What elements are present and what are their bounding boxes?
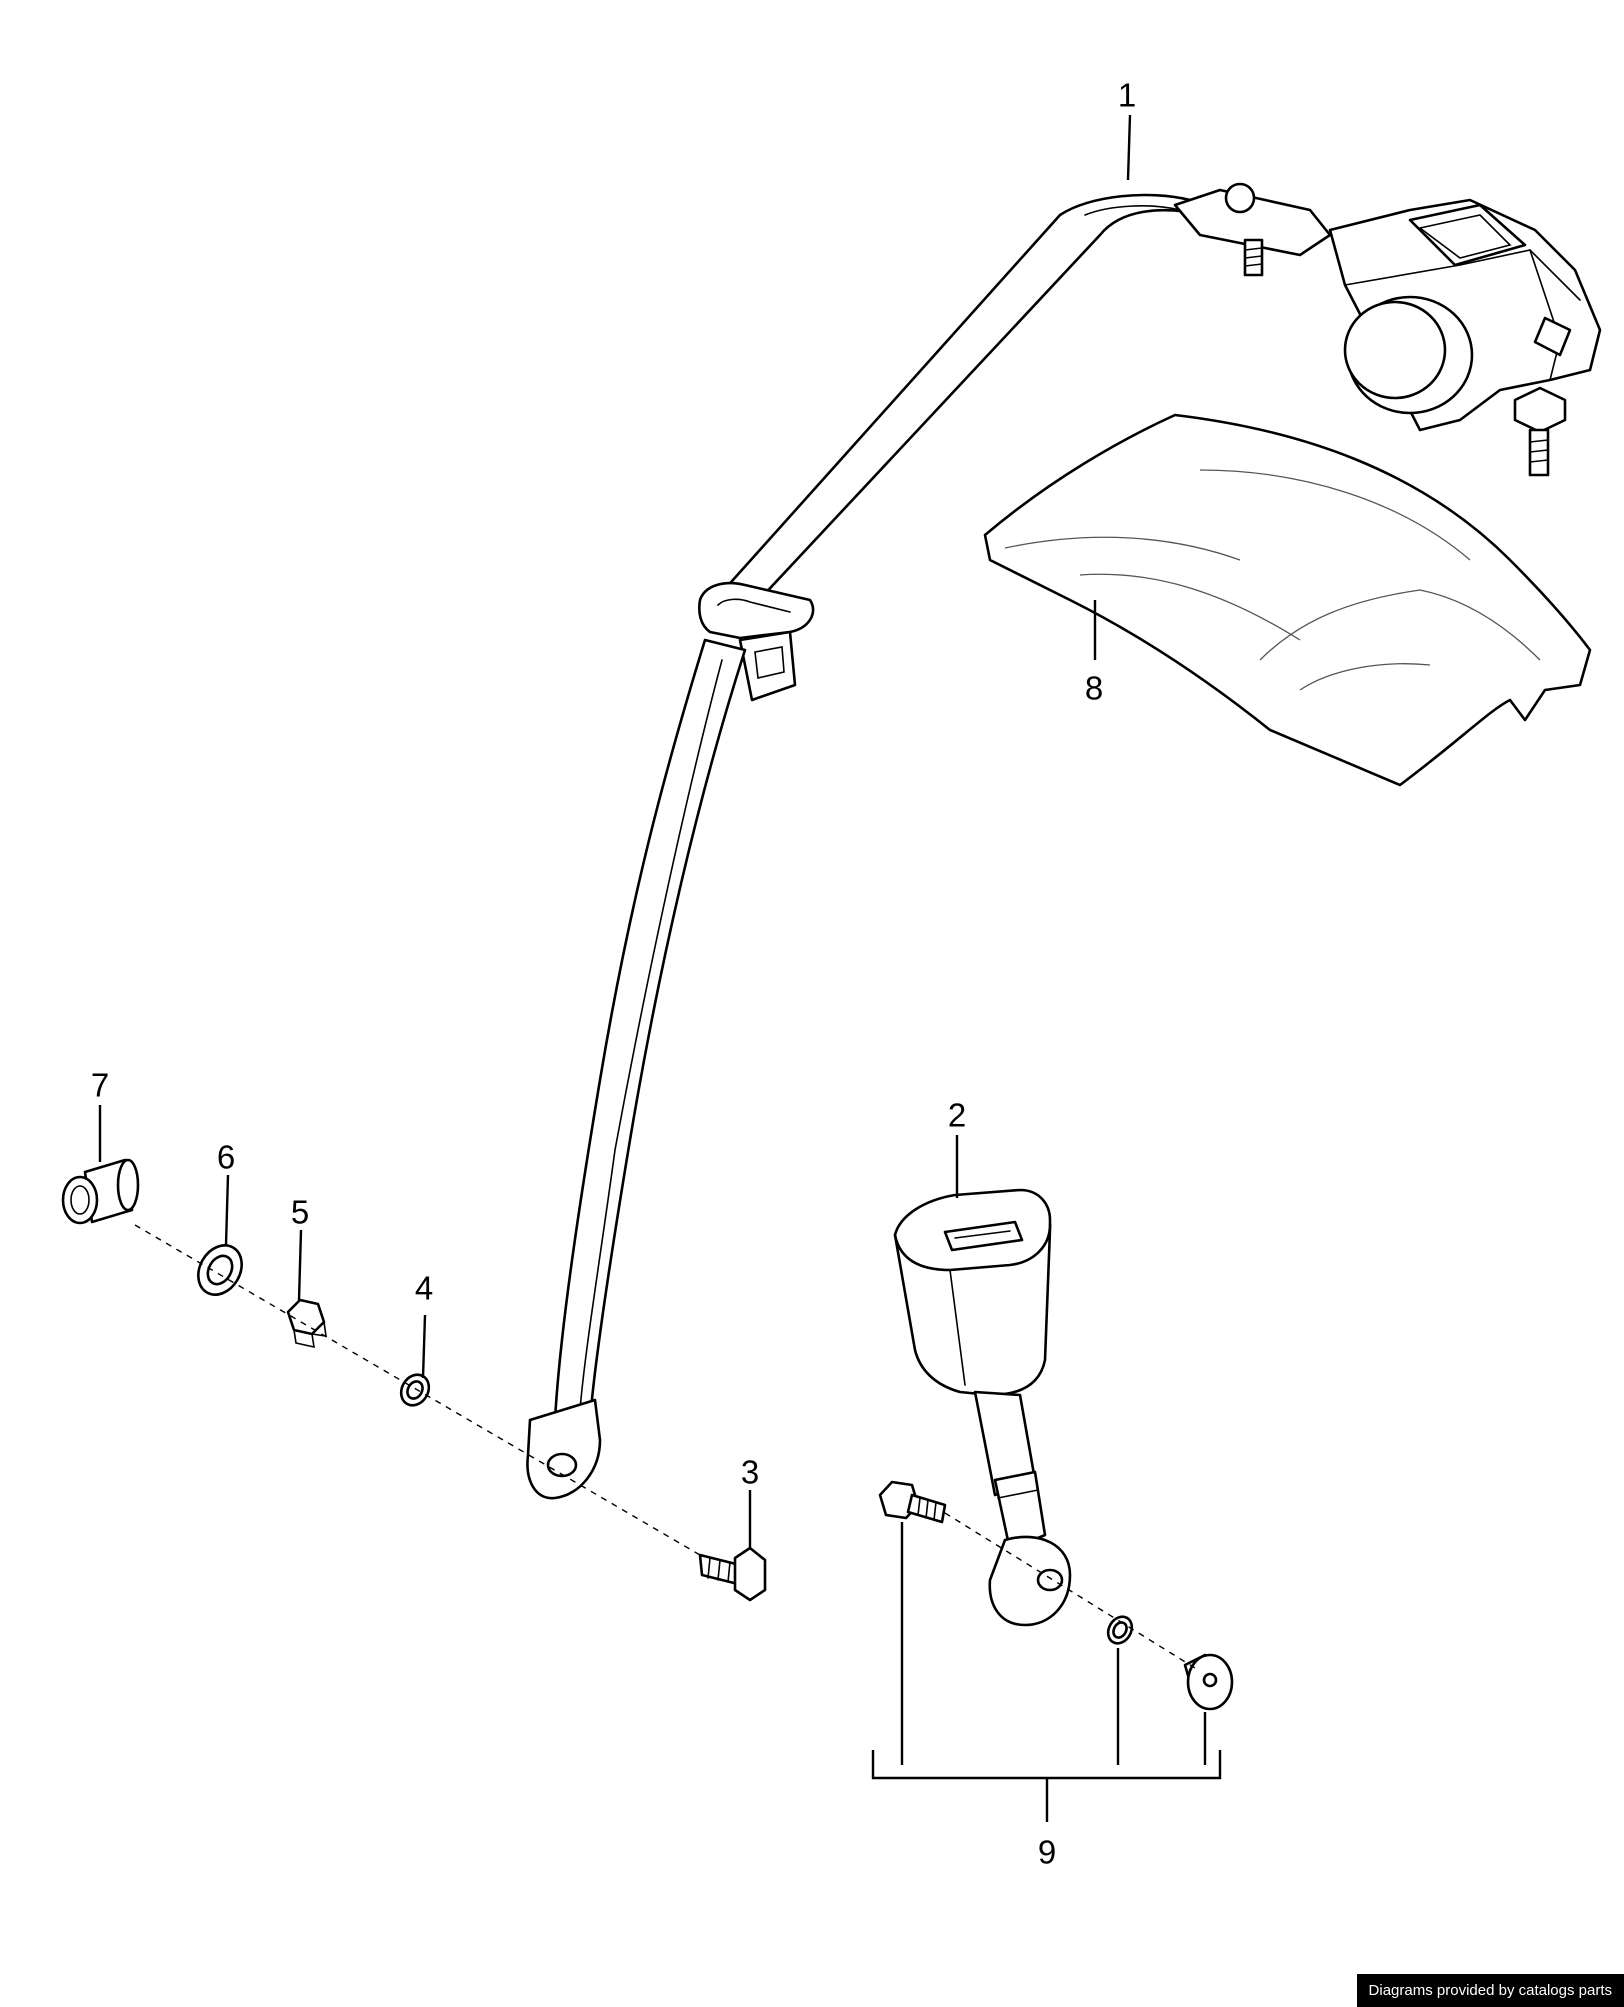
diagram-credit-badge: Diagrams provided by catalogs parts — [1356, 1974, 1624, 2007]
callout-1: 1 — [1117, 76, 1137, 114]
part-5-nut — [286, 1298, 327, 1349]
part-8-trim-cover — [983, 413, 1592, 787]
callout-3: 3 — [740, 1453, 760, 1491]
part-3-bolt — [698, 1546, 767, 1602]
leader-lines — [98, 114, 1222, 1822]
callout-2: 2 — [947, 1096, 967, 1134]
callout-5: 5 — [290, 1193, 310, 1231]
callout-7: 7 — [90, 1066, 110, 1104]
callout-9: 9 — [1037, 1833, 1057, 1871]
assembly-axis-lines — [134, 1224, 1196, 1669]
part-9-bolt — [878, 1480, 947, 1524]
part-6-washer — [197, 1244, 243, 1296]
part-4-washer — [399, 1373, 431, 1407]
callout-4: 4 — [414, 1269, 434, 1307]
part-1-seat-belt-assembly — [526, 182, 1602, 1500]
part-7-spacer-sleeve — [61, 1158, 140, 1225]
part-2-buckle-assembly — [893, 1188, 1072, 1627]
part-9-spacer — [1183, 1653, 1234, 1711]
part-9-washer — [1106, 1615, 1134, 1645]
callout-8: 8 — [1084, 669, 1104, 707]
callout-6: 6 — [216, 1138, 236, 1176]
